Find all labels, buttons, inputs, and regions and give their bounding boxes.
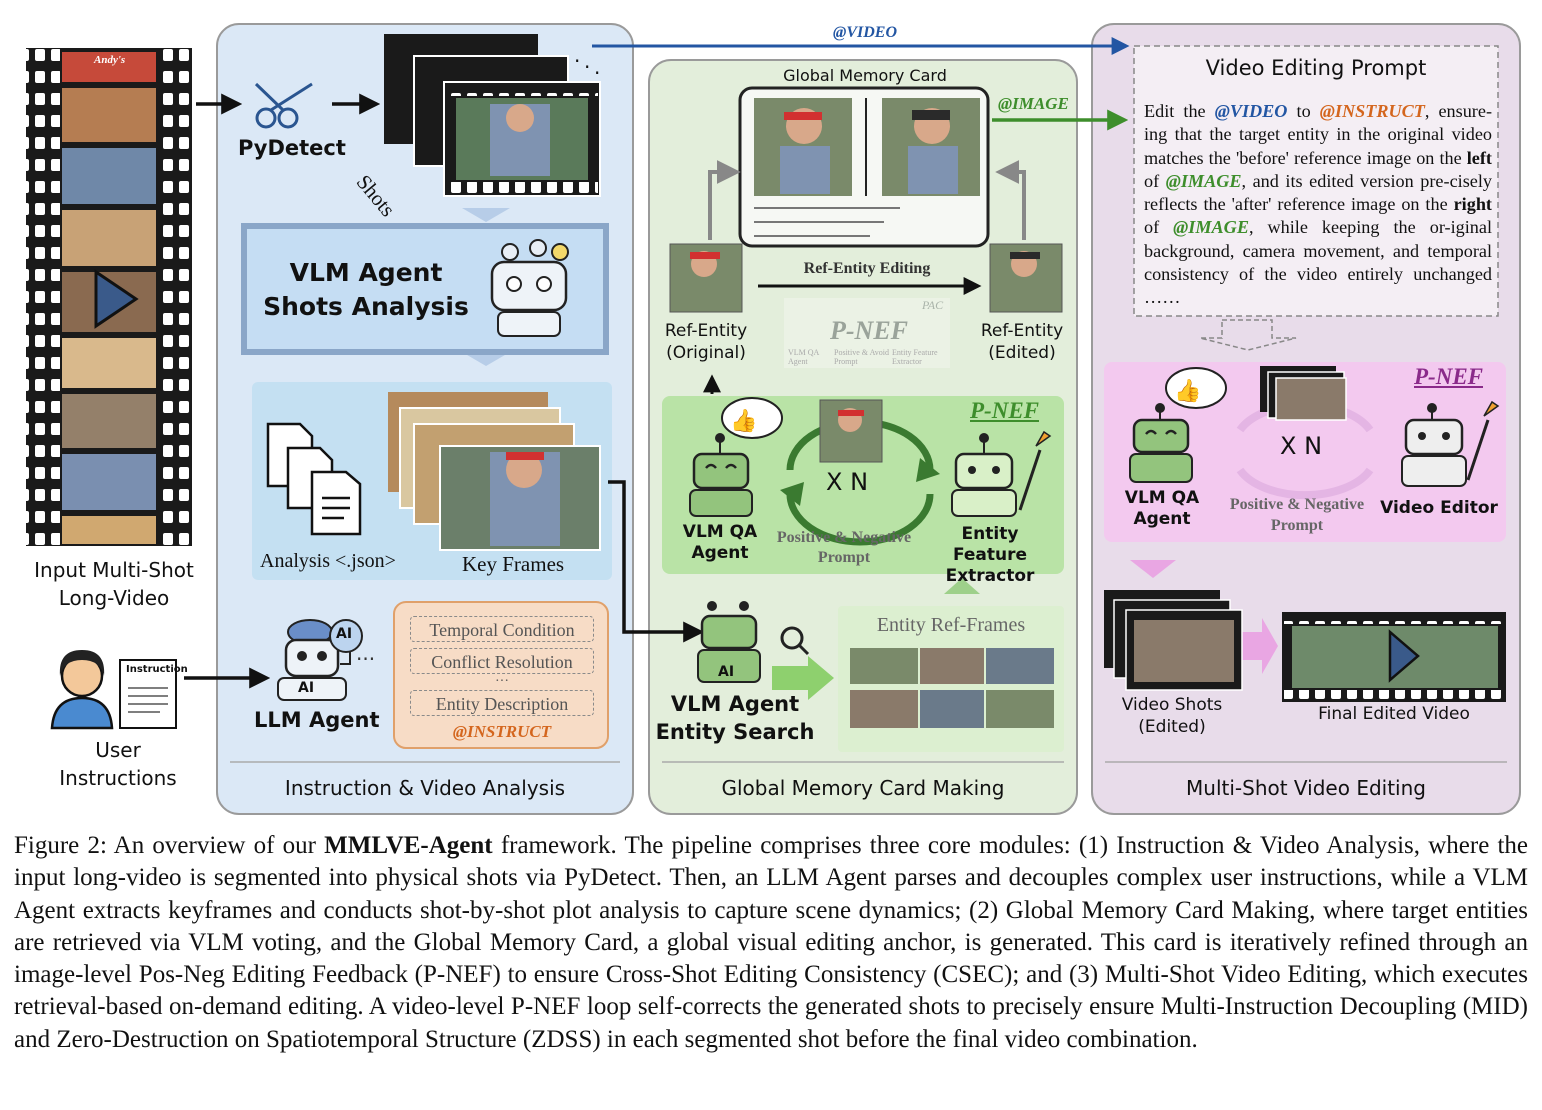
pnef-purple-label: P-NEF bbox=[1414, 364, 1483, 389]
final-video-label: Final Edited Video bbox=[1318, 704, 1470, 724]
vlm-qa-agent-label-2: VLM QA Agent bbox=[1124, 488, 1200, 529]
video-shots-edited-label: Video Shots (Edited) bbox=[1121, 695, 1223, 737]
video-editor-label: Video Editor bbox=[1380, 498, 1498, 518]
video-editing-prompt-box bbox=[1133, 45, 1499, 317]
vlm-qa-robot-icon bbox=[689, 433, 753, 517]
svg-text:·: · bbox=[594, 61, 600, 85]
entity-search-label: VLM Agent Entity Search bbox=[655, 692, 815, 744]
pnef-green-label: P-NEF bbox=[970, 398, 1039, 423]
panel2-title: Global Memory Card Making bbox=[721, 776, 1005, 800]
entity-search-robot-icon bbox=[697, 601, 761, 683]
video-tag: @VIDEO bbox=[833, 24, 897, 41]
faded-pos-avoid: Positive & Avoid Prompt bbox=[834, 348, 889, 366]
faded-extractor: Entity Feature Extractor bbox=[892, 348, 938, 366]
ref-entity-edited-label: Ref-Entity (Edited) bbox=[980, 321, 1064, 363]
ref-entity-original-label: Ref-Entity (Original) bbox=[664, 321, 748, 363]
user-instructions-label: User Instructions bbox=[59, 738, 177, 790]
input-video-label: Input Multi-Shot Long-Video bbox=[34, 558, 194, 610]
instruct-ellipsis: ··· bbox=[495, 674, 509, 689]
prompt-title: Video Editing Prompt bbox=[1205, 56, 1427, 80]
video-editor-robot-icon bbox=[1401, 400, 1500, 487]
entity-extractor-robot-icon bbox=[951, 430, 1052, 517]
prompt-text: Edit the @VIDEO to @INSTRUCT, ensure-ing… bbox=[1144, 101, 1492, 308]
keyframes-stack bbox=[388, 392, 601, 551]
xn-green-label: X N bbox=[826, 468, 869, 496]
vlm-qa-robot-icon-2 bbox=[1129, 403, 1193, 483]
edited-shots-stack bbox=[1104, 590, 1243, 691]
robot-icon bbox=[490, 239, 569, 337]
svg-text:👍: 👍 bbox=[1174, 378, 1201, 404]
vlm-qa-agent-label: VLM QA Agent bbox=[682, 522, 758, 563]
instruct-box bbox=[393, 601, 609, 749]
pydetect-label: PyDetect bbox=[238, 136, 346, 160]
entity-ref-frames-label: Entity Ref-Frames bbox=[876, 614, 1026, 636]
faded-pac-label: PAC bbox=[922, 298, 944, 312]
faded-pnef-label: P-NEF bbox=[830, 316, 908, 345]
posneg-prompt-label: Positive & Negative Prompt bbox=[776, 529, 912, 566]
instruct-item-temporal: Temporal Condition bbox=[410, 616, 594, 642]
instruction-doc-icon bbox=[119, 659, 177, 729]
entity-extractor-label: Entity Feature Extractor bbox=[945, 524, 1035, 586]
diagram-canvas: · · · bbox=[26, 23, 1521, 815]
user-icon bbox=[50, 650, 114, 730]
xn-purple-label: X N bbox=[1280, 432, 1323, 460]
input-film-strip bbox=[26, 48, 192, 546]
svg-text:·: · bbox=[584, 55, 590, 79]
ai-badge: AI bbox=[336, 626, 353, 642]
shots-film-stack: · · · bbox=[384, 34, 601, 197]
svg-text:···: ··· bbox=[356, 647, 375, 671]
instruct-item-conflict: Conflict Resolution bbox=[410, 648, 594, 674]
entity-search-ai-label: AI bbox=[718, 664, 735, 680]
instruction-doc-label: Instruction bbox=[126, 664, 188, 675]
svg-text:👍: 👍 bbox=[730, 408, 757, 434]
panel3-title: Multi-Shot Video Editing bbox=[1186, 776, 1426, 800]
input-sign-text: Andy's bbox=[94, 54, 126, 66]
document-icon bbox=[266, 422, 362, 536]
faded-vlm-qa: VLM QA Agent bbox=[788, 348, 819, 366]
instruct-tag: @INSTRUCT bbox=[452, 722, 552, 741]
thumbs-feedback-icon: 👍 bbox=[721, 397, 783, 439]
pnef-green-box bbox=[662, 396, 1064, 574]
llm-robot-icon bbox=[277, 619, 363, 701]
final-video-film bbox=[1282, 612, 1506, 702]
llm-agent-label: LLM Agent bbox=[254, 708, 380, 732]
scissors-icon bbox=[254, 82, 313, 129]
magnifier-icon bbox=[780, 626, 810, 656]
thumbs-feedback-icon-2: 👍 bbox=[1165, 367, 1227, 409]
keyframes-label: Key Frames bbox=[462, 552, 565, 576]
image-tag: @IMAGE bbox=[998, 94, 1069, 113]
ai-chest-label: AI bbox=[298, 680, 315, 696]
instruct-item-entity: Entity Description bbox=[410, 690, 594, 716]
analysis-json-label: Analysis <.json> bbox=[260, 550, 396, 572]
posneg-prompt-label-2: Positive & Negative Prompt bbox=[1229, 496, 1365, 534]
panel1-title: Instruction & Video Analysis bbox=[284, 776, 566, 800]
svg-text:·: · bbox=[574, 49, 580, 73]
cycle-arrow-bottom bbox=[786, 493, 934, 546]
gmc-title: Global Memory Card bbox=[783, 66, 947, 85]
figure-caption: Figure 2: An overview of our MMLVE-Agent… bbox=[14, 832, 1529, 1053]
ref-entity-editing-label: Ref-Entity Editing bbox=[803, 260, 931, 277]
vlm-shots-analysis-label: VLM Agent Shots Analysis bbox=[263, 258, 469, 321]
